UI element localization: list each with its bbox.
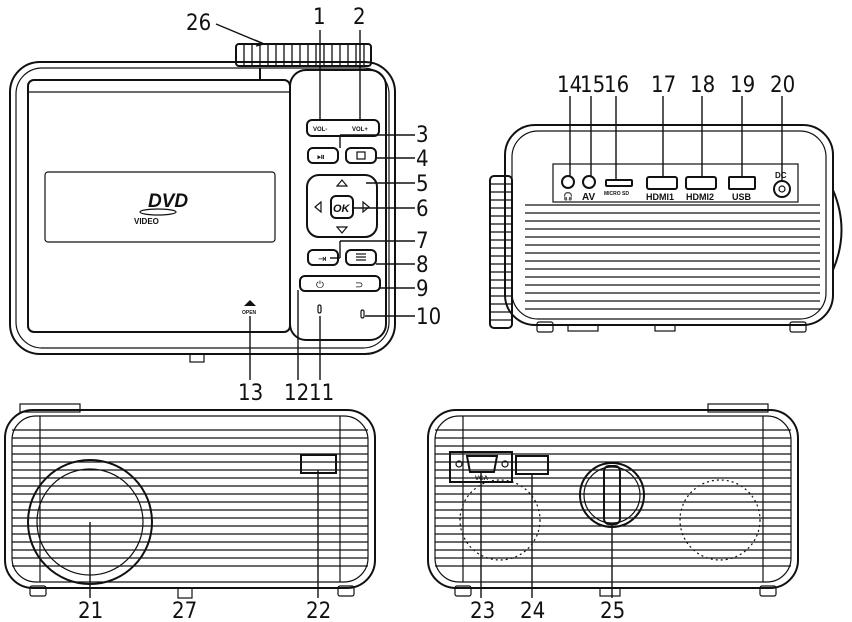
callout-2: 2 [353, 5, 366, 30]
play-pause-icon: ⏯ [317, 152, 325, 163]
vga-label: VGA [475, 476, 489, 482]
vol-plus-label: VOL+ [352, 127, 368, 133]
left-arrow-icon [314, 200, 322, 214]
callout-1: 1 [313, 5, 326, 30]
top-view: DVD VIDEO OPEN VOL- VOL+ ⏯ OK ⇥ ⏻ ⊃ [9, 43, 396, 363]
ir-receiver-back [515, 455, 549, 475]
callout-25: 25 [600, 599, 625, 622]
callout-21: 21 [78, 599, 103, 622]
callout-7: 7 [416, 229, 429, 254]
hdmi2-port[interactable] [685, 176, 717, 190]
stop-button[interactable] [345, 147, 377, 164]
source-icon: ⇥ [318, 254, 326, 265]
return-icon: ⊃ [355, 280, 363, 291]
vol-minus-label: VOL- [313, 127, 327, 133]
eject-icon [244, 300, 256, 306]
right-arrow-icon [362, 200, 370, 214]
callout-16: 16 [604, 73, 629, 98]
callout-19: 19 [730, 73, 755, 98]
indicator-10 [360, 309, 365, 319]
headphone-jack[interactable] [561, 175, 575, 189]
power-return-button[interactable] [299, 275, 381, 292]
indicator-11 [317, 304, 322, 314]
callout-27: 27 [172, 599, 197, 622]
callout-22: 22 [306, 599, 331, 622]
hdmi2-label: HDMI2 [686, 192, 714, 202]
back-view: VGA [427, 403, 799, 597]
callout-26: 26 [186, 11, 211, 36]
rear-body [504, 124, 834, 326]
hdmi1-label: HDMI1 [646, 192, 674, 202]
callout-11: 11 [309, 381, 334, 406]
leader-lines [89, 23, 783, 598]
usb-label: USB [732, 192, 752, 202]
av-label: AV [582, 192, 595, 203]
front-body [4, 409, 376, 589]
dc-jack[interactable] [773, 180, 791, 198]
callout-9: 9 [416, 277, 429, 302]
side-focus-ring [489, 175, 513, 329]
vga-port[interactable] [465, 455, 499, 473]
hdmi1-port[interactable] [646, 176, 678, 190]
stop-icon [356, 151, 366, 160]
callout-numbers: 26 1 2 3 4 5 6 7 8 9 10 12 11 13 14 15 1… [78, 5, 795, 622]
back-body [427, 409, 799, 589]
callout-17: 17 [651, 73, 676, 98]
headphone-icon: 🎧 [563, 191, 573, 201]
port-panel [552, 163, 799, 203]
callout-13: 13 [238, 381, 263, 406]
callout-12: 12 [284, 381, 309, 406]
callout-8: 8 [416, 253, 429, 278]
callout-5: 5 [416, 172, 429, 197]
callout-20: 20 [770, 73, 795, 98]
av-jack[interactable] [582, 175, 596, 189]
callout-4: 4 [416, 147, 429, 172]
front-view [4, 403, 376, 599]
dvd-logo: DVD [148, 191, 188, 212]
up-arrow-icon [335, 179, 349, 187]
control-panel [289, 69, 387, 341]
power-icon: ⏻ [316, 280, 324, 291]
micro-sd-label: MICRO SD [604, 191, 629, 197]
menu-button[interactable] [345, 249, 377, 266]
ok-label: OK [333, 203, 351, 215]
callout-24: 24 [520, 599, 545, 622]
callout-10: 10 [416, 305, 441, 330]
ok-button[interactable] [330, 195, 354, 219]
open-text: OPEN [242, 310, 257, 316]
callout-3: 3 [416, 123, 429, 148]
down-arrow-icon [335, 226, 349, 234]
callout-6: 6 [416, 197, 429, 222]
callout-14: 14 [557, 73, 582, 98]
callout-23: 23 [470, 599, 495, 622]
volume-button[interactable] [306, 119, 380, 137]
micro-sd-slot[interactable] [605, 179, 633, 187]
callout-15: 15 [580, 73, 605, 98]
callout-18: 18 [690, 73, 715, 98]
nav-pad[interactable] [306, 174, 378, 238]
dc-label: DC [775, 171, 787, 180]
video-text: VIDEO [134, 217, 159, 226]
usb-port[interactable] [728, 176, 756, 190]
play-pause-button[interactable] [307, 147, 339, 164]
menu-icon [356, 253, 366, 261]
rear-view: 🎧 AV MICRO SD HDMI1 HDMI2 USB DC [489, 124, 843, 333]
